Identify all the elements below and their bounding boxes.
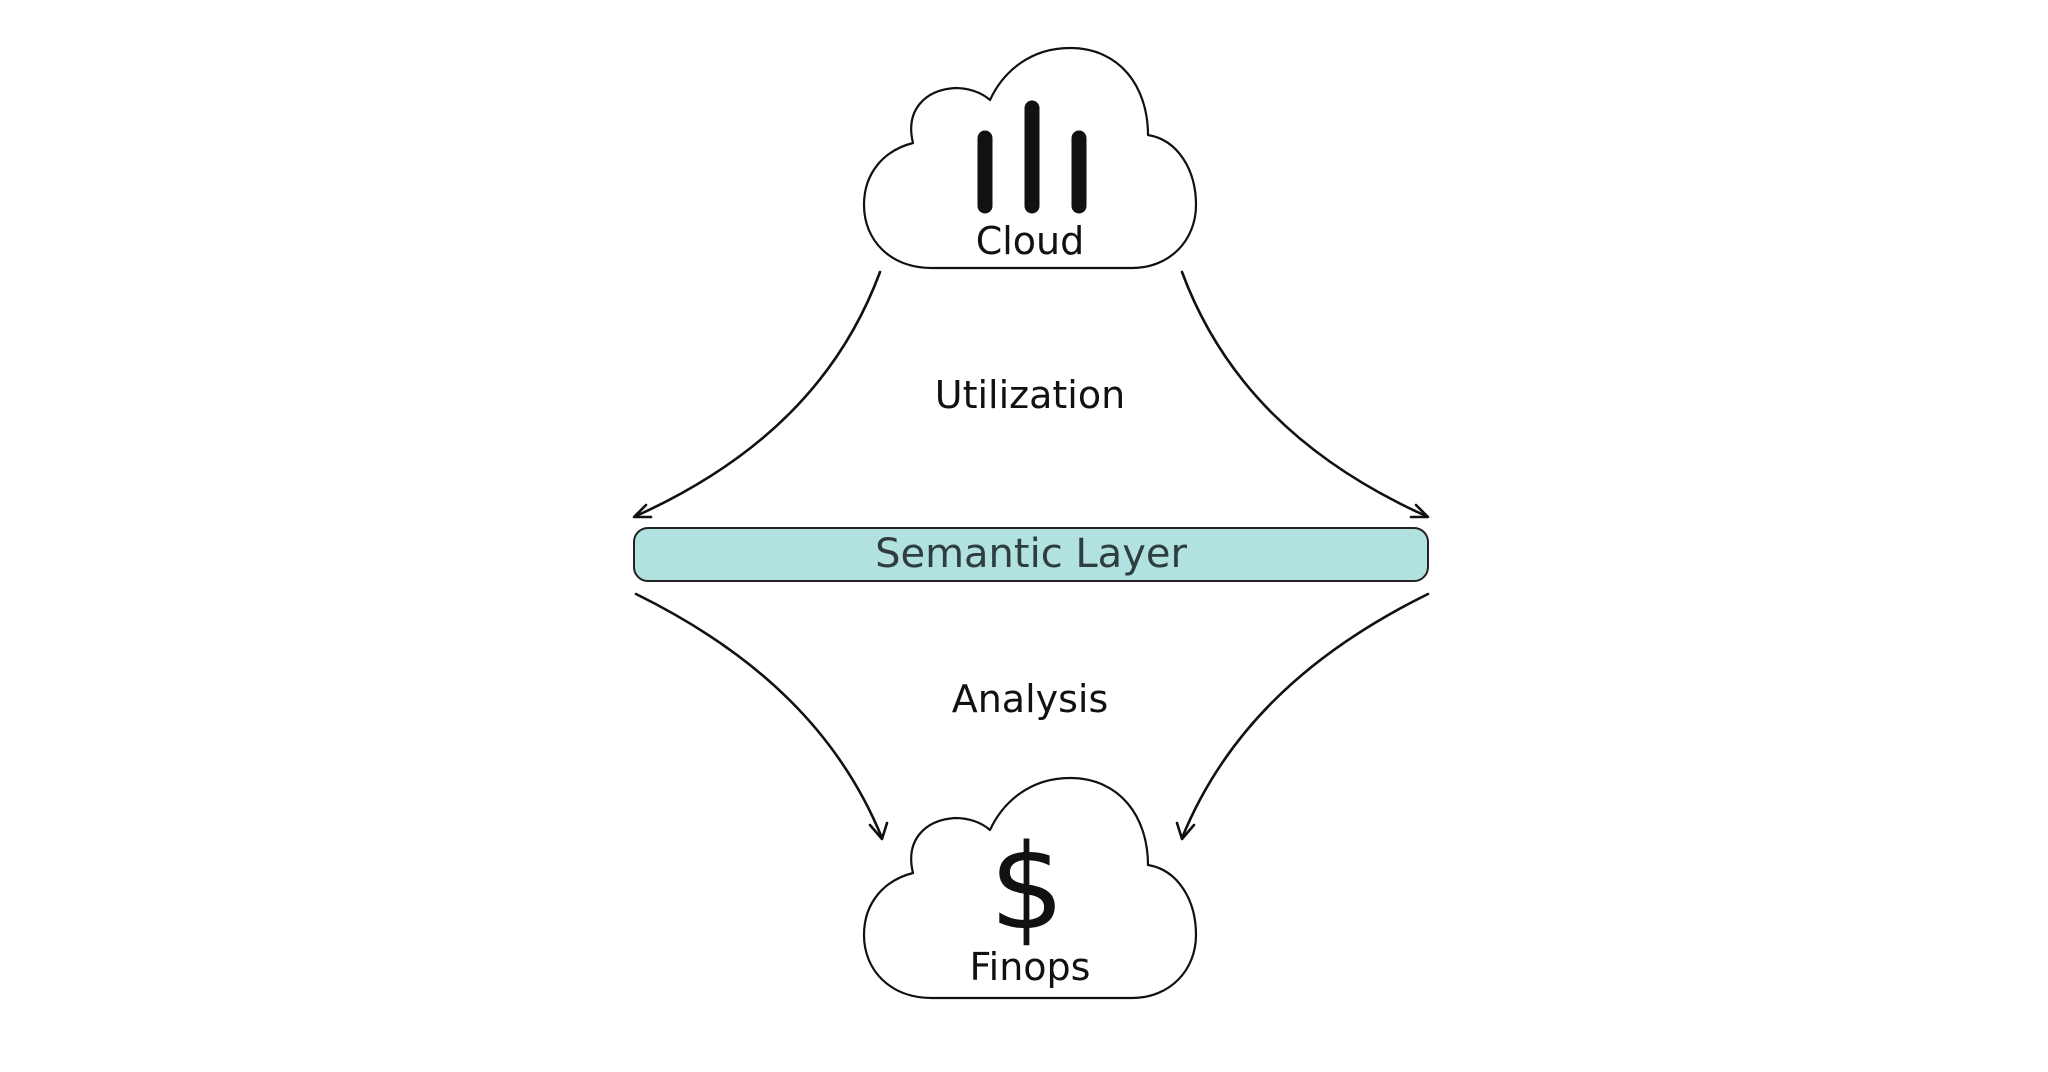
arrow-left-top bbox=[634, 270, 882, 518]
arrowhead-left-top bbox=[632, 503, 653, 519]
cloud-label: Cloud bbox=[976, 219, 1085, 263]
analysis-label: Analysis bbox=[952, 677, 1109, 721]
utilization-label: Utilization bbox=[935, 373, 1125, 417]
dollar-icon: $ bbox=[989, 818, 1064, 956]
bar-chart-icon bbox=[977, 100, 1087, 214]
semantic-layer-box bbox=[633, 527, 1429, 582]
cloud-node-top: Cloud bbox=[862, 46, 1198, 270]
arrowhead-right-bottom bbox=[1175, 821, 1196, 841]
cloud-node-bottom: $ Finops bbox=[862, 776, 1198, 1000]
arrowhead-right-top bbox=[1409, 503, 1430, 519]
semantic-layer: Semantic Layer bbox=[633, 527, 1429, 582]
arrowhead-left-bottom bbox=[868, 821, 889, 841]
cloud-label: Finops bbox=[970, 945, 1091, 989]
cloud-shape-icon bbox=[862, 776, 1198, 1000]
utilization-arrows bbox=[632, 270, 1430, 519]
arrow-right-bottom bbox=[1180, 592, 1430, 840]
arrow-right-top bbox=[1180, 270, 1428, 518]
arrow-left-bottom bbox=[634, 592, 884, 840]
semantic-layer-label: Semantic Layer bbox=[875, 531, 1187, 577]
analysis-arrows bbox=[634, 592, 1430, 841]
